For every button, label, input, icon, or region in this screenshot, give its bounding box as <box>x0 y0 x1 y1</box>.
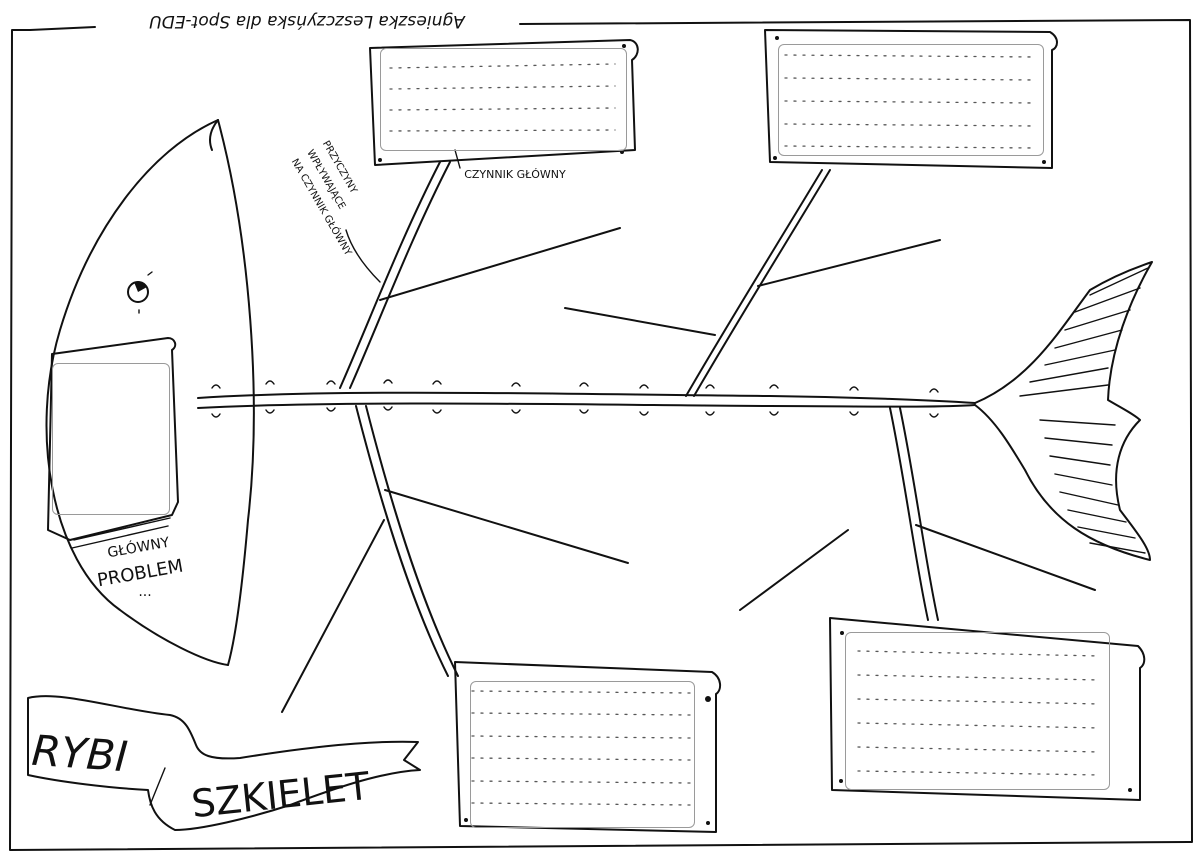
causes-label-group: PRZYCZYNY WPŁYWAJĄCE NA CZYNNIK GŁÓWNY <box>289 139 385 258</box>
main-factor-pointer <box>455 150 460 168</box>
bone-upper-right <box>686 170 830 396</box>
fish-head-gill <box>218 120 254 665</box>
bone-upper-left <box>340 162 450 388</box>
credit-text: Agnieszka Leszczyńska dla Spot-EDU <box>149 11 466 31</box>
main-problem-label-1: GŁÓWNY <box>106 533 171 562</box>
credit-group: Agnieszka Leszczyńska dla Spot-EDU <box>149 11 466 31</box>
vertebrae <box>212 380 938 417</box>
fish-spine-lower <box>198 404 975 408</box>
eye-icon <box>128 272 152 313</box>
main-problem-field[interactable] <box>52 363 170 515</box>
title-slash <box>150 768 165 805</box>
fish-spine <box>198 393 975 403</box>
fish-tail <box>975 262 1152 560</box>
main-factor-label: CZYNNIK GŁÓWNY <box>464 168 566 181</box>
bone-lower-left <box>356 406 458 676</box>
bone-lower-right <box>890 408 938 620</box>
causes-label-underline <box>346 230 380 282</box>
tail-stripes <box>1020 268 1148 553</box>
title-word-2-group: SZKIELET <box>189 764 372 827</box>
title-word-2: SZKIELET <box>189 764 372 827</box>
title-word-1-group: RYBI <box>30 726 129 782</box>
factor-field-top-right[interactable] <box>778 44 1044 156</box>
fish-head-back <box>210 120 218 150</box>
main-problem-ellipsis: ... <box>138 584 151 600</box>
factor-field-bottom-left[interactable] <box>470 681 695 828</box>
title-word-1: RYBI <box>30 726 129 782</box>
factor-field-bottom-right[interactable] <box>845 632 1110 790</box>
factor-field-top-left[interactable] <box>380 48 627 151</box>
main-problem-label-1-group: GŁÓWNY <box>106 533 171 562</box>
